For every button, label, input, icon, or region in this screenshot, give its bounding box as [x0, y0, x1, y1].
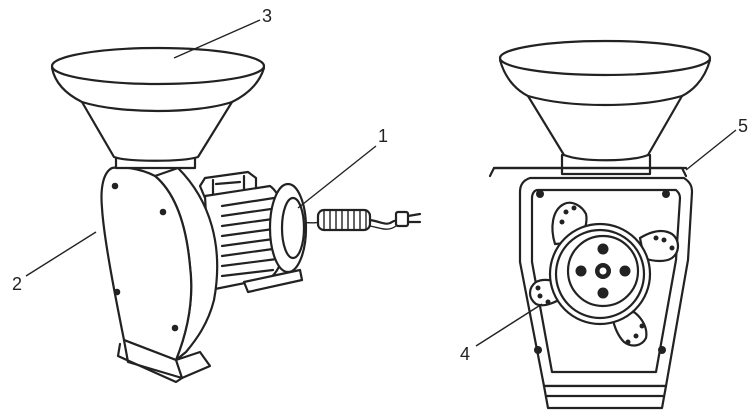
mill-front-view: 4 5: [460, 39, 748, 410]
rotor-blade-top-right: [638, 229, 680, 263]
hopper-rim: [50, 46, 266, 86]
hub-hole: [597, 243, 609, 255]
gate-plate: [488, 166, 688, 178]
cord-strain-relief-spring: [316, 208, 372, 232]
hub-hole: [575, 265, 587, 277]
cover-screw: [159, 208, 167, 216]
callout-number-1: 1: [378, 126, 388, 146]
plug: [394, 210, 422, 228]
callout-4: 4: [460, 303, 543, 364]
callout-2: 2: [12, 231, 97, 294]
hopper-side: [50, 46, 266, 170]
callout-1: 1: [297, 126, 388, 209]
housing-screw: [536, 190, 544, 198]
mill-side-view: 1 2 3: [12, 6, 422, 384]
housing-screw: [662, 190, 670, 198]
cover-screw: [113, 288, 121, 296]
callout-number-3: 3: [262, 6, 272, 26]
cover-screw: [171, 324, 179, 332]
callout-number-5: 5: [738, 116, 748, 136]
power-cord: [299, 208, 422, 232]
grinder-housing-side: [100, 166, 219, 384]
hub-hole: [597, 287, 609, 299]
housing-screw: [658, 346, 666, 354]
callout-3: 3: [173, 6, 272, 59]
front-cover-panel: [100, 166, 193, 362]
callout-5: 5: [685, 116, 748, 171]
housing-screw: [534, 346, 542, 354]
hopper-front: [498, 39, 712, 176]
hopper-rim: [498, 39, 712, 77]
callout-number-2: 2: [12, 274, 22, 294]
rotor-assembly: [528, 201, 680, 347]
hub-hole: [619, 265, 631, 277]
callout-number-4: 4: [460, 344, 470, 364]
cover-screw: [111, 182, 119, 190]
motor: [198, 170, 308, 294]
